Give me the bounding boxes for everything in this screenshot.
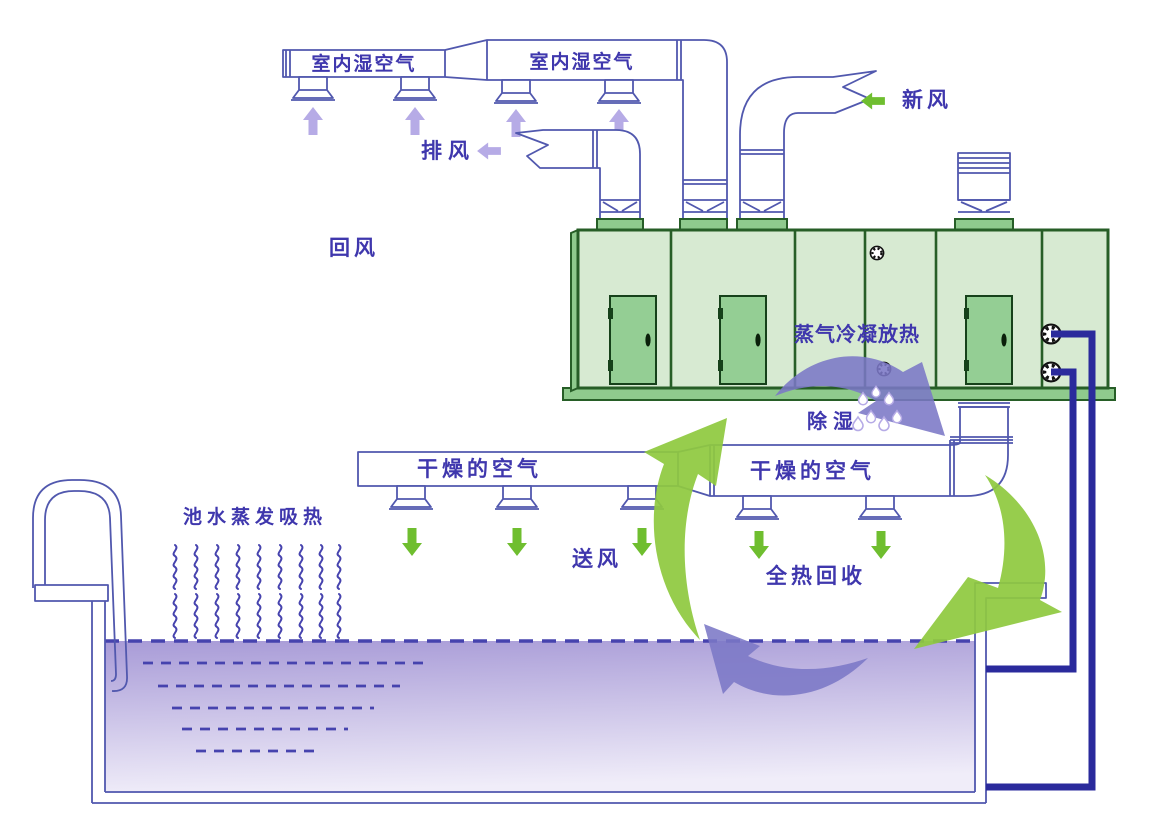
ceiling-diffusers-bottom	[389, 485, 902, 520]
ahu-door	[964, 295, 1013, 385]
label-return-air: 回风	[329, 236, 379, 260]
supply-down-arrows	[402, 528, 891, 559]
ahu-door	[608, 295, 657, 385]
ahu-collar	[736, 218, 788, 231]
label-pool-evaporation: 池水蒸发吸热	[183, 506, 328, 528]
ahu-collar	[679, 218, 728, 231]
label-dry-air-right: 干燥的空气	[750, 459, 875, 483]
label-total-heat-recovery: 全热回收	[766, 564, 866, 588]
freshair-duct	[739, 70, 877, 220]
pool-ladder	[32, 479, 128, 692]
exhaust-left-arrow-icon	[477, 142, 501, 160]
label-steam-condensation: 蒸气冷凝放热	[794, 322, 920, 346]
supply-up-arrow	[644, 418, 727, 640]
ahu-base	[562, 387, 1116, 401]
ahu-door	[718, 295, 767, 385]
pool-bottom	[92, 791, 986, 804]
ceiling-diffusers-top	[291, 76, 641, 104]
ahu-collar	[954, 218, 1014, 231]
freshair-left-arrow-icon	[861, 92, 885, 110]
pool-deck-left	[34, 584, 109, 602]
exhaust-duct	[515, 129, 641, 220]
label-dry-air-left: 干燥的空气	[417, 457, 542, 481]
ahu-collar	[596, 218, 644, 231]
label-supply-air: 送风	[572, 547, 622, 571]
upper-return-duct	[282, 39, 728, 220]
label-indoor-humid-air-right: 室内湿空气	[529, 51, 635, 73]
label-exhaust-air: 排风	[421, 139, 475, 163]
pool-wall-left	[91, 601, 106, 803]
swimming-pool	[32, 479, 1047, 804]
louver-intake	[957, 152, 1011, 201]
heat-recovery-down-arrow	[914, 475, 1062, 649]
label-fresh-air: 新风	[902, 88, 952, 112]
bolted-flange-icon	[869, 245, 885, 261]
label-indoor-humid-air-left: 室内湿空气	[311, 53, 417, 75]
evaporation-cycle-arrow	[704, 624, 868, 696]
evaporation-waves	[172, 544, 342, 639]
flex-connectors	[600, 199, 1010, 213]
label-dehumidify: 除湿	[807, 409, 859, 433]
condensation-arrow	[775, 356, 945, 436]
pool-water	[105, 641, 975, 793]
water-depth-lines	[143, 661, 430, 753]
water-pipes	[986, 330, 1096, 791]
